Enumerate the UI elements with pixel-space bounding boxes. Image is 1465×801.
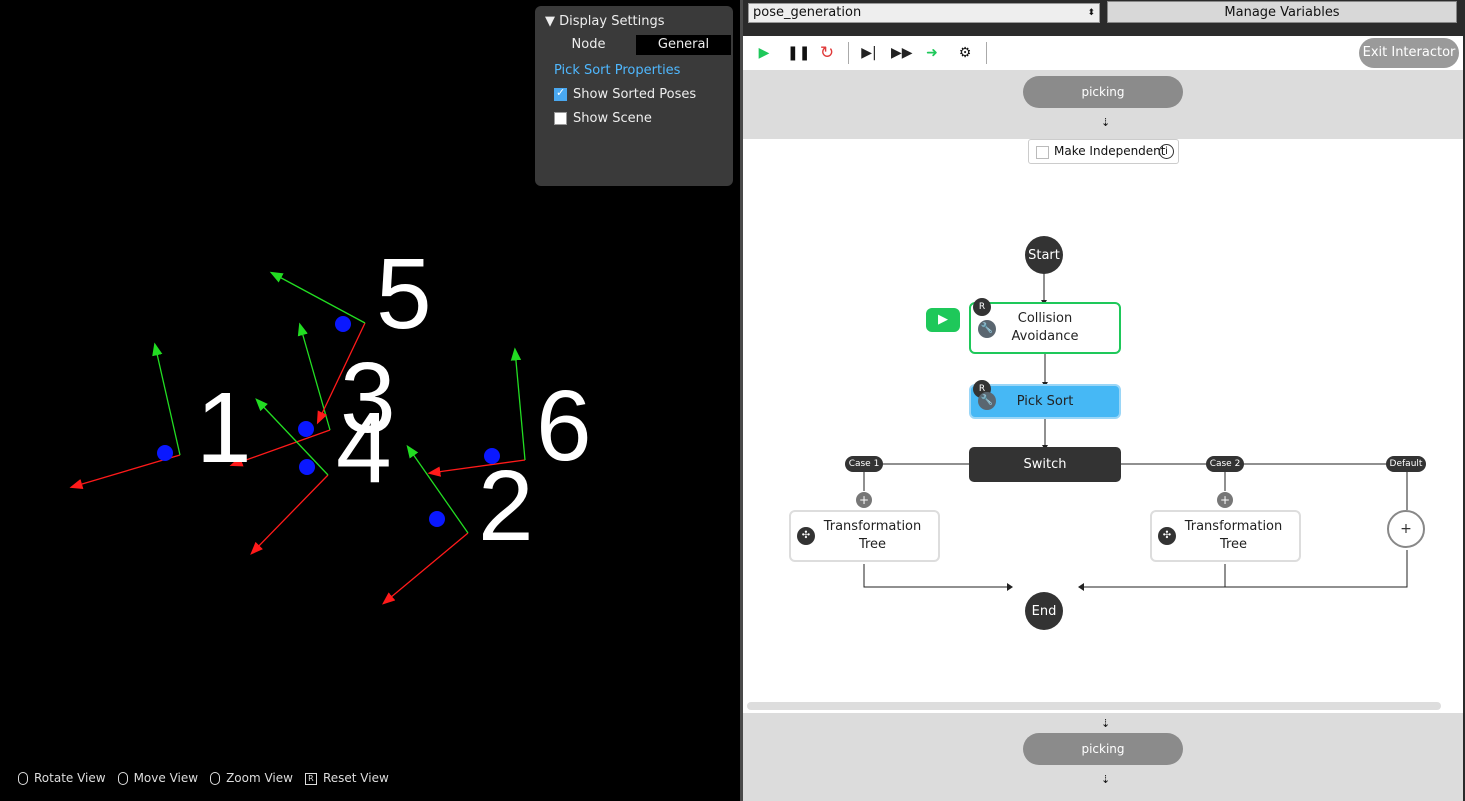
parent-node-bottom[interactable]: picking — [1023, 733, 1183, 765]
splitter[interactable] — [740, 0, 743, 801]
flow-canvas[interactable]: Make Independent i — [743, 139, 1463, 713]
flow-editor: pose_generation ⬍ Manage Variables ▶ ❚❚ … — [743, 0, 1465, 801]
flow-selector-value: pose_generation — [753, 5, 862, 20]
display-settings-header[interactable]: ▼ Display Settings — [545, 14, 665, 29]
show-sorted-poses-label: Show Sorted Poses — [573, 87, 697, 102]
restart-icon[interactable]: ↻ — [819, 43, 835, 63]
end-node[interactable]: End — [1025, 592, 1063, 630]
step-icon[interactable]: ▶| — [861, 45, 877, 61]
exit-interactor-button[interactable]: Exit Interactor — [1359, 38, 1459, 68]
transform-icon: ✣ — [1158, 527, 1176, 545]
show-sorted-poses-checkbox[interactable]: Show Sorted Poses — [554, 86, 697, 102]
parent-band-bottom: ⇣ picking ⇣ — [743, 713, 1463, 801]
horizontal-scrollbar[interactable] — [747, 702, 1441, 710]
case-1-tag[interactable]: Case 1 — [845, 456, 883, 472]
mouse-left-icon — [18, 772, 28, 785]
manage-variables-button[interactable]: Manage Variables — [1107, 1, 1457, 23]
display-tabs: Node General — [541, 35, 731, 55]
r-key-icon: R — [304, 772, 317, 785]
parent-node-top[interactable]: picking — [1023, 76, 1183, 108]
mouse-wheel-icon — [210, 772, 221, 785]
pose-6 — [427, 347, 526, 477]
pose-4 — [250, 398, 329, 555]
add-node-button[interactable]: + — [856, 492, 872, 508]
default-tag[interactable]: Default — [1386, 456, 1426, 472]
checkbox-unchecked[interactable] — [554, 112, 567, 125]
make-independent-checkbox[interactable] — [1036, 146, 1049, 159]
wrench-icon[interactable]: 🔧 — [978, 392, 996, 410]
checkbox-checked[interactable] — [554, 86, 567, 101]
switch-node[interactable]: Switch — [969, 447, 1121, 482]
pose-2 — [382, 444, 469, 605]
down-arrow-icon: ⇣ — [1101, 773, 1111, 786]
show-scene-checkbox[interactable]: Show Scene — [554, 111, 652, 126]
3d-viewport[interactable]: 1 2 3 4 5 6 ▼ Display Settings Node Gene… — [0, 0, 740, 801]
start-node[interactable]: Start — [1025, 236, 1063, 274]
robot-icon[interactable]: ⚙ — [958, 45, 972, 61]
pose-label-2: 2 — [478, 450, 534, 562]
parent-band-top: picking ⇣ — [743, 70, 1463, 139]
pose-label-4: 4 — [336, 392, 392, 504]
collision-avoidance-node[interactable]: Collision Avoidance — [969, 302, 1121, 354]
pose-5 — [269, 271, 366, 425]
flow-selector[interactable]: pose_generation ⬍ — [748, 3, 1100, 23]
hint-zoom: Zoom View — [210, 771, 293, 785]
hint-move: Move View — [117, 771, 198, 785]
case-2-tag[interactable]: Case 2 — [1206, 456, 1244, 472]
fast-forward-icon[interactable]: ▶▶ — [891, 45, 913, 61]
down-arrow-icon: ⇣ — [1101, 116, 1111, 129]
flow-edges — [863, 273, 1408, 591]
badge-r: R — [973, 298, 991, 316]
mouse-right-icon — [117, 772, 128, 785]
pause-icon[interactable]: ❚❚ — [787, 45, 811, 61]
run-to-node-icon[interactable]: ➜ — [926, 45, 938, 61]
tab-general[interactable]: General — [636, 35, 731, 55]
tab-node[interactable]: Node — [571, 37, 606, 52]
pose-label-5: 5 — [376, 238, 432, 350]
editor-toolbar: ▶ ❚❚ ↻ ▶| ▶▶ ➜ ⚙ Exit Interactor — [743, 36, 1463, 70]
pose-1 — [69, 342, 181, 490]
add-default-node-button[interactable]: + — [1387, 510, 1425, 548]
pose-scene: 1 2 3 4 5 6 — [69, 238, 592, 605]
display-settings-title: Display Settings — [559, 14, 665, 29]
info-icon[interactable]: i — [1159, 144, 1174, 159]
pick-sort-properties-link[interactable]: Pick Sort Properties — [554, 63, 681, 78]
run-marker-icon: ▶ — [926, 308, 960, 332]
show-scene-label: Show Scene — [573, 111, 652, 126]
pose-label-6: 6 — [536, 370, 592, 482]
updown-arrows-icon: ⬍ — [1087, 8, 1095, 18]
pose-label-3: 3 — [340, 342, 396, 454]
add-node-button[interactable]: + — [1217, 492, 1233, 508]
pose-label-1: 1 — [196, 372, 252, 484]
transform-icon: ✣ — [797, 527, 815, 545]
wrench-icon[interactable]: 🔧 — [978, 320, 996, 338]
make-independent-label: Make Independent — [1054, 144, 1166, 158]
hint-rotate: Rotate View — [18, 771, 106, 785]
play-icon[interactable]: ▶ — [758, 45, 770, 61]
display-settings-panel: ▼ Display Settings Node General Pick Sor… — [535, 6, 733, 186]
make-independent-control[interactable]: Make Independent i — [1028, 139, 1179, 164]
down-arrow-icon: ⇣ — [1101, 717, 1111, 730]
